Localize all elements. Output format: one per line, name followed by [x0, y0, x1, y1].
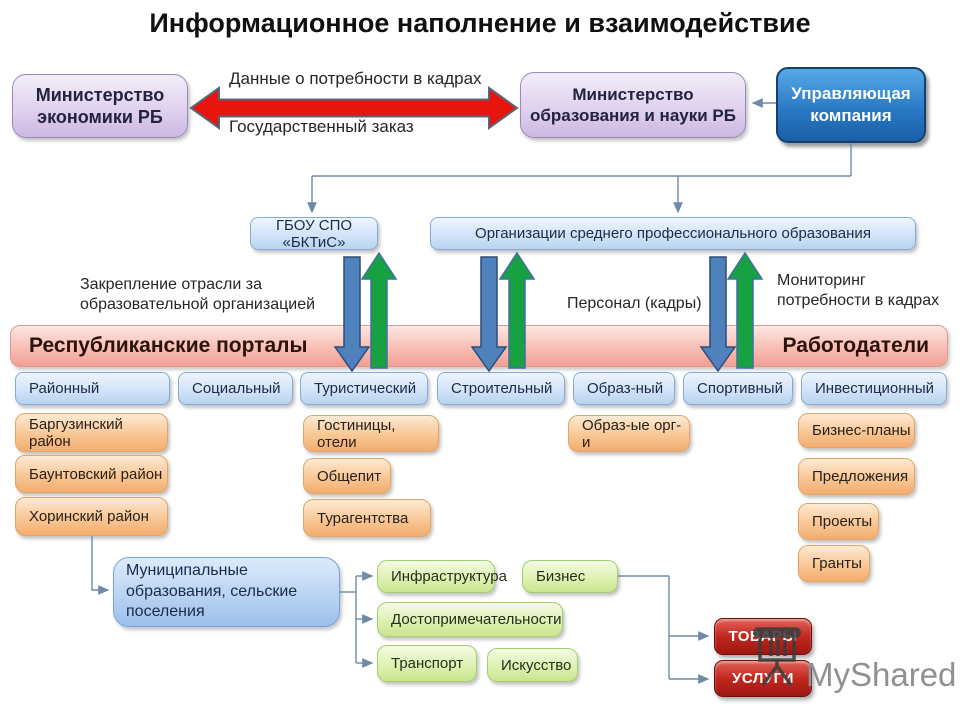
label-data-needs: Данные о потребности в кадрах — [229, 69, 482, 88]
label-monitoring: Мониторинг потребности в кадрах — [777, 272, 940, 310]
tab-construction-portal: Строительный — [437, 372, 565, 405]
node-barguzin-district: Баргузинский район — [15, 413, 168, 452]
node-proposals: Предложения — [798, 458, 915, 495]
banner-employers-label: Работодатели — [782, 334, 929, 357]
tab-education-portal: Образ-ный — [573, 372, 675, 405]
label-industry-assignment: Закрепление отрасли за образовательной о… — [80, 276, 316, 314]
tab-sport-portal: Спортивный — [683, 372, 793, 405]
slide-title: Информационное наполнение и взаимодейств… — [149, 8, 811, 38]
presentation-screen-icon — [753, 627, 801, 687]
node-projects: Проекты — [798, 503, 879, 540]
node-sights: Достопримечательности — [377, 602, 563, 637]
node-business: Бизнес — [522, 560, 618, 593]
node-services: УСЛУГИ — [714, 660, 812, 697]
node-hotels: Гостиницы, отели — [303, 415, 439, 452]
node-baunt-district: Баунтовский район — [15, 455, 168, 493]
node-college: ГБОУ СПО «БКТиС» — [250, 217, 378, 251]
tab-social-portal: Социальный — [178, 372, 293, 405]
banner-portals-label: Республиканские порталы — [29, 334, 308, 357]
node-travel-agencies: Турагентства — [303, 499, 431, 537]
node-ministry-economy: Министерство экономики РБ — [12, 74, 188, 138]
node-management-company: Управляющая компания — [776, 67, 926, 143]
node-municipal-settlements: Муниципальные образования, сельские посе… — [113, 557, 340, 627]
node-khorinsk-district: Хоринский район — [15, 497, 168, 536]
tab-tourist-portal: Туристический — [300, 372, 428, 405]
node-transport: Транспорт — [377, 645, 477, 682]
tab-district-portal: Районный — [15, 372, 170, 405]
tab-investment-portal: Инвестиционный — [801, 372, 947, 405]
node-grants: Гранты — [798, 545, 870, 582]
node-spo-organizations: Организации среднего профессионального о… — [430, 217, 916, 250]
node-art: Искусство — [487, 648, 578, 682]
node-business-plans: Бизнес-планы — [798, 413, 915, 448]
node-infrastructure: Инфраструктура — [377, 560, 507, 593]
banner-portals-employers: Республиканские порталы Работодатели — [10, 325, 948, 367]
node-catering: Общепит — [303, 458, 391, 494]
node-education-orgs: Образ-ые орг-и — [568, 415, 690, 452]
label-state-order: Государственный заказ — [229, 117, 414, 136]
label-personnel: Персонал (кадры) — [567, 295, 702, 312]
node-ministry-education: Министерство образования и науки РБ — [520, 72, 746, 138]
watermark-text: MyShared — [806, 656, 957, 693]
